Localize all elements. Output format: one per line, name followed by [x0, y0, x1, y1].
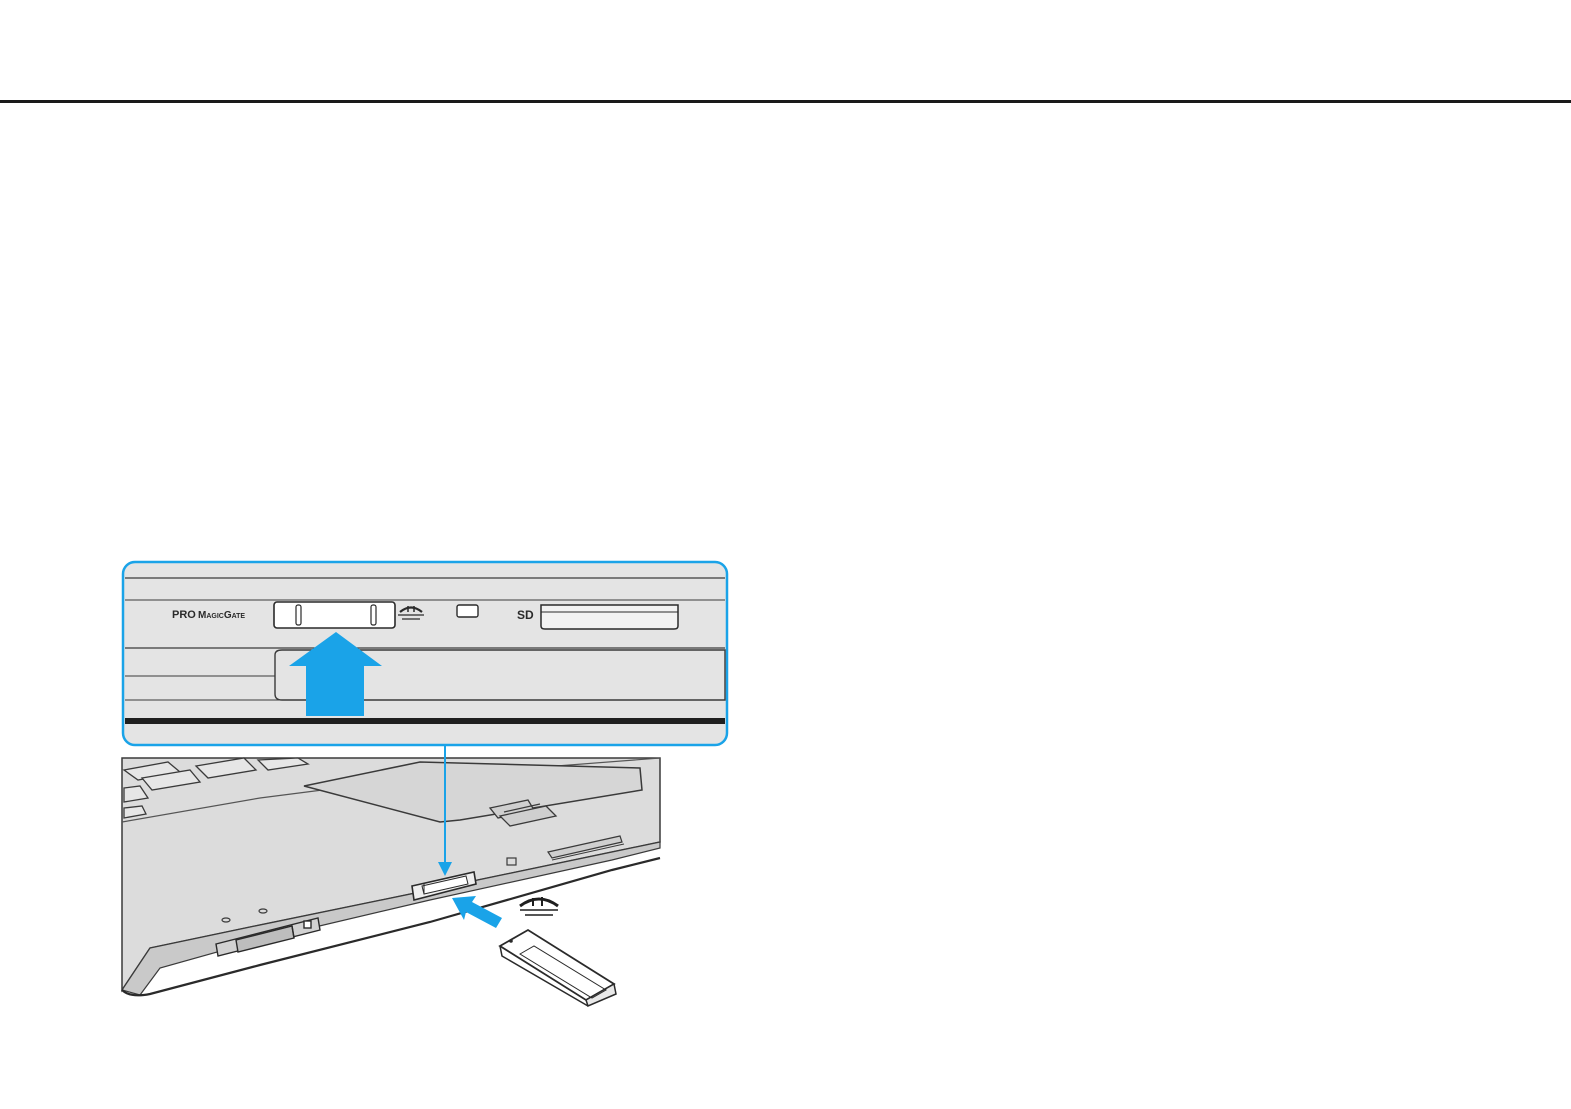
indicator-light	[457, 605, 478, 617]
sd-slot-label: SD	[517, 608, 534, 622]
laptop-body	[122, 758, 660, 995]
inset-panel: PRO MagicGate SD	[123, 562, 727, 745]
insert-arrow-icon	[452, 896, 502, 928]
memory-stick-pro-label: PRO	[172, 609, 196, 621]
sd-card-slot	[541, 605, 678, 629]
memory-stick-magicgate-label: MagicGate	[198, 610, 245, 621]
memory-stick-card	[500, 930, 616, 1006]
memory-stick-logo-icon	[520, 897, 558, 915]
memory-stick-slot-inset	[274, 602, 395, 628]
